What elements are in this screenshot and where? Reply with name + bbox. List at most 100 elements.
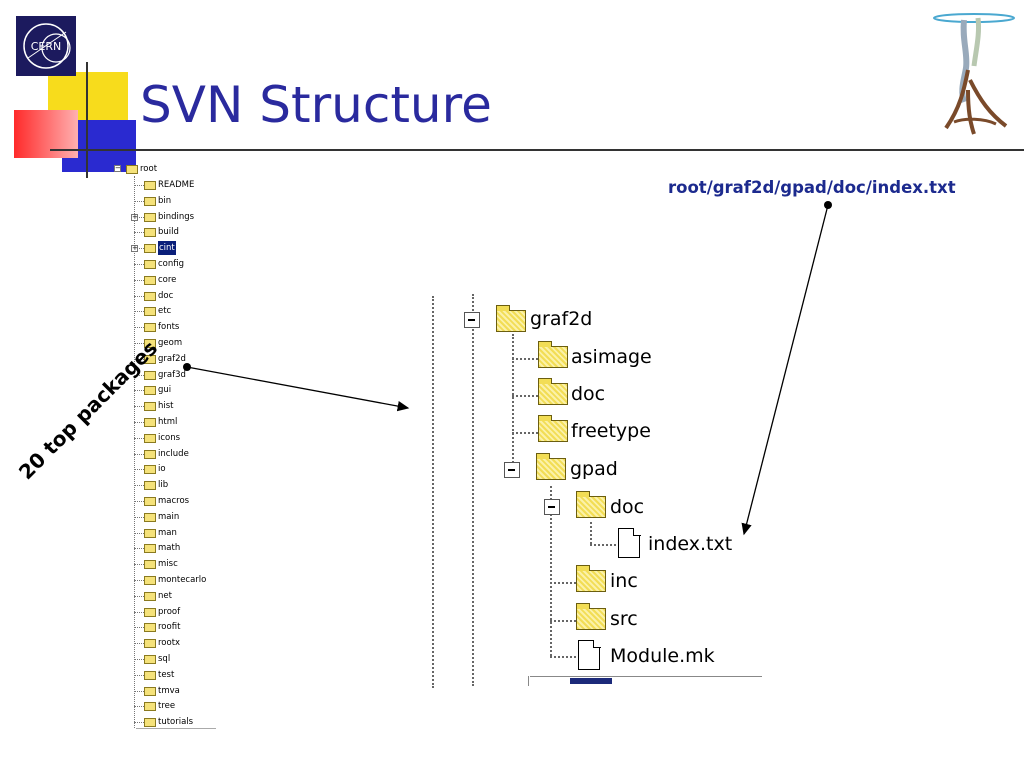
tree-branch xyxy=(134,216,144,218)
tree-item-label: hist xyxy=(158,401,174,412)
tree-branch xyxy=(134,548,144,550)
tree-branch xyxy=(134,453,144,455)
tree-item-asimage[interactable]: asimage xyxy=(571,346,652,368)
tree-item-inc[interactable]: inc xyxy=(610,570,638,592)
tree-bottom-edge xyxy=(528,676,529,686)
tree-item-index-txt[interactable]: index.txt xyxy=(648,533,733,555)
tree-guide-line xyxy=(472,294,474,686)
tree-item-label: man xyxy=(158,527,177,538)
tree-item-label: misc xyxy=(158,559,178,570)
tree-item-label: geom xyxy=(158,338,183,348)
tree-branch xyxy=(550,620,576,622)
tree-connector xyxy=(134,176,135,728)
tree-branch xyxy=(134,185,144,186)
path-annotation: root/graf2d/gpad/doc/index.txt xyxy=(668,178,956,197)
tree-guide-line xyxy=(512,334,514,474)
folder-icon xyxy=(144,291,156,301)
tree-item-label: config xyxy=(158,259,185,269)
folder-icon xyxy=(144,339,156,348)
tree-branch xyxy=(134,406,144,408)
tree-item-label: main xyxy=(158,511,180,522)
tree-branch xyxy=(134,580,144,581)
tree-item-label: proof xyxy=(158,606,181,617)
folder-open-icon xyxy=(575,491,606,518)
folder-icon xyxy=(144,591,156,601)
tree-branch xyxy=(134,422,144,423)
tree-item-module-mk[interactable]: Module.mk xyxy=(610,645,715,667)
tree-branch xyxy=(134,295,144,297)
tree-branch xyxy=(134,437,144,439)
folder-icon xyxy=(144,354,156,364)
expand-toggle[interactable]: + xyxy=(131,212,138,221)
folder-icon xyxy=(144,275,156,285)
tree-branch xyxy=(134,358,144,360)
folder-icon xyxy=(144,244,156,254)
folder-icon xyxy=(144,655,156,664)
tree-item-src[interactable]: src xyxy=(610,608,638,630)
folder-open-icon xyxy=(495,305,526,332)
tree-branch xyxy=(134,659,144,660)
folder-icon xyxy=(144,307,156,317)
expand-toggle[interactable]: + xyxy=(131,244,138,253)
graf2d-tree-large: graf2d asimage doc freetype gpad doc ind… xyxy=(420,290,765,690)
tree-branch xyxy=(134,516,144,518)
tree-item-label: include xyxy=(158,448,189,459)
tree-item-gpad-doc[interactable]: doc xyxy=(610,496,645,518)
tree-item-label: lib xyxy=(158,480,169,491)
tree-item-label: net xyxy=(158,590,172,601)
tree-item-label: doc xyxy=(158,290,174,301)
slide-title: SVN Structure xyxy=(140,76,492,134)
tree-branch xyxy=(550,582,576,584)
folder-icon xyxy=(144,181,156,190)
gpad-collapse-toggle[interactable] xyxy=(504,462,520,478)
folder-icon xyxy=(144,370,156,380)
tree-item-label: bin xyxy=(158,195,172,206)
folder-icon xyxy=(144,228,156,238)
tree-item-label: graf2d xyxy=(158,353,186,364)
tree-branch xyxy=(134,706,144,708)
tree-item-label: roofit xyxy=(158,622,181,633)
tree-branch xyxy=(134,200,144,202)
folder-icon xyxy=(144,260,156,269)
tree-item-label: bindings xyxy=(158,211,195,222)
tree-branch xyxy=(134,390,144,392)
tree-branch xyxy=(134,643,144,645)
folder-icon xyxy=(144,718,156,728)
tree-item-label: gui xyxy=(158,385,172,396)
folder-icon xyxy=(144,433,156,443)
title-underline xyxy=(50,149,1024,151)
tree-item-doc[interactable]: doc xyxy=(571,383,606,405)
tree-branch xyxy=(134,279,144,281)
tree-guide-line xyxy=(432,296,434,688)
tree-root-label: root xyxy=(140,164,158,174)
tree-guide-line xyxy=(590,522,592,544)
tree-branch xyxy=(134,501,144,502)
folder-open-icon xyxy=(535,453,566,480)
folder-icon xyxy=(144,196,156,206)
tree-branch xyxy=(512,432,538,434)
tree-item-gpad[interactable]: gpad xyxy=(570,458,618,480)
tree-bottom-border xyxy=(530,676,762,677)
tree-branch xyxy=(134,469,144,471)
folder-icon xyxy=(144,623,156,633)
tree-branch xyxy=(550,656,576,658)
folder-icon xyxy=(144,670,156,680)
gpad-doc-collapse-toggle[interactable] xyxy=(544,499,560,515)
tree-item-freetype[interactable]: freetype xyxy=(571,420,651,442)
tree-branch xyxy=(134,485,144,487)
cern-logo-mark: CERN xyxy=(23,23,71,69)
folder-icon xyxy=(537,378,568,405)
tree-item-label: io xyxy=(158,464,166,475)
root-collapse-toggle[interactable]: − xyxy=(114,164,121,172)
tree-item-label: rootx xyxy=(158,638,181,649)
tree-item-graf2d[interactable]: graf2d xyxy=(530,308,593,330)
tree-branch xyxy=(134,595,144,597)
tree-item-label: etc xyxy=(158,306,172,317)
tree-branch xyxy=(512,395,538,397)
tree-item-label: macros xyxy=(158,496,190,506)
tree-branch xyxy=(590,544,616,546)
folder-icon xyxy=(144,528,156,538)
graf2d-collapse-toggle[interactable] xyxy=(464,312,480,328)
tree-branch xyxy=(134,532,144,534)
